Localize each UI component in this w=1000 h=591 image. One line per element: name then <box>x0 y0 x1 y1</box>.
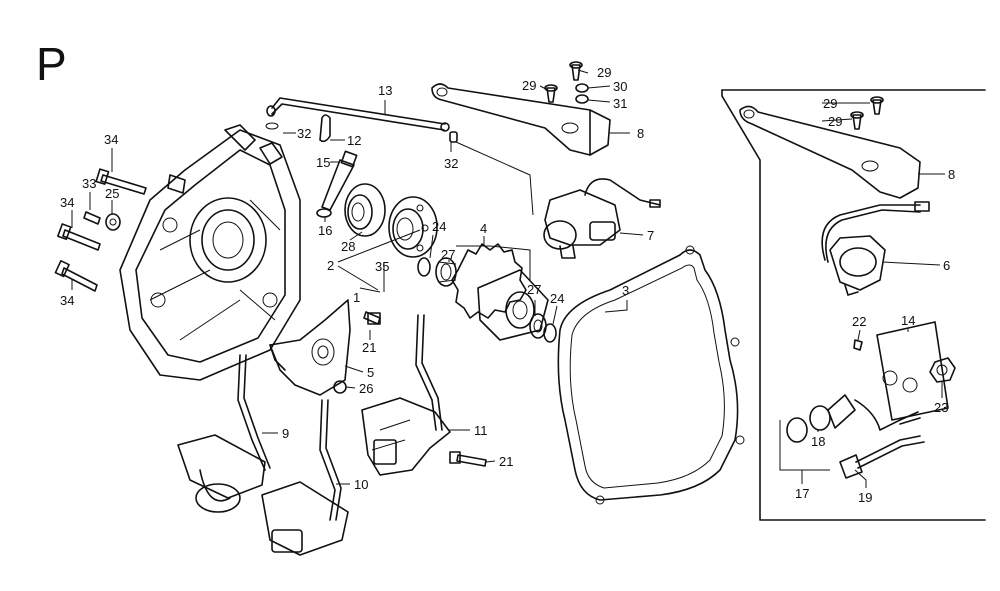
breather-plate <box>269 299 351 396</box>
callout-29: 29 <box>522 78 536 93</box>
callout-29: 29 <box>597 65 611 80</box>
callout-30: 30 <box>613 79 627 94</box>
crankcase-cover <box>119 124 301 381</box>
callout-11: 11 <box>474 423 488 438</box>
screws-top <box>544 61 589 104</box>
pipe-clip <box>319 114 331 143</box>
callout-27: 27 <box>441 247 455 262</box>
cover-bolts <box>54 168 147 292</box>
callout-34: 34 <box>60 195 74 210</box>
bracket-line-17 <box>779 420 830 471</box>
switch-harness <box>786 394 921 443</box>
section-letter: P <box>36 38 67 90</box>
callout-22: 22 <box>852 314 866 329</box>
callout-26: 26 <box>359 381 373 396</box>
callout-3: 3 <box>622 283 629 298</box>
callout-5: 5 <box>367 365 374 380</box>
case-gasket <box>557 249 739 501</box>
callout-21: 21 <box>499 454 513 469</box>
thrust-washer-right <box>543 323 557 343</box>
cover-plate <box>876 321 949 421</box>
leader-lines <box>71 69 945 488</box>
governor-arm-10 <box>261 399 349 556</box>
callout-35: 35 <box>375 259 389 274</box>
callout-15: 15 <box>316 155 330 170</box>
callout-17: 17 <box>795 486 809 501</box>
nut-23 <box>929 357 956 383</box>
callout-24: 24 <box>432 219 446 234</box>
switch-bracket-inset <box>739 105 921 199</box>
oil-sensor <box>839 435 925 479</box>
callout-29: 29 <box>823 96 837 111</box>
bolt-upper <box>363 311 381 325</box>
callout-8: 8 <box>637 126 644 141</box>
callout-33: 33 <box>82 176 96 191</box>
callout-32: 32 <box>444 156 458 171</box>
callout-27: 27 <box>527 282 541 297</box>
drain-bolt <box>316 150 358 218</box>
oil-seal <box>344 183 386 237</box>
callout-9: 9 <box>282 426 289 441</box>
callout-28: 28 <box>341 239 355 254</box>
screws-inset <box>850 96 884 130</box>
callout-1: 1 <box>353 290 360 305</box>
oil-switch-top <box>543 178 661 259</box>
governor-arm-9 <box>177 354 271 513</box>
callout-19: 19 <box>858 490 872 505</box>
callout-21: 21 <box>362 340 376 355</box>
switch-bracket-top <box>431 83 611 156</box>
callout-29: 29 <box>828 114 842 129</box>
callout-7: 7 <box>647 228 654 243</box>
callout-16: 16 <box>318 223 332 238</box>
breather-pipe <box>265 97 450 132</box>
screw-22 <box>853 339 863 351</box>
thrust-washer-left <box>417 257 431 277</box>
callout-12: 12 <box>347 133 361 148</box>
callout-labels: 13 32 12 34 15 33 25 34 16 28 2 35 34 1 … <box>60 65 955 505</box>
ball-bearing <box>388 196 438 258</box>
callout-24: 24 <box>550 291 564 306</box>
callout-32: 32 <box>297 126 311 141</box>
callout-4: 4 <box>480 221 487 236</box>
callout-13: 13 <box>378 83 392 98</box>
callout-23: 23 <box>934 400 948 415</box>
callout-25: 25 <box>105 186 119 201</box>
governor-assembly <box>361 314 451 476</box>
reduction-gear <box>451 243 549 341</box>
callout-34: 34 <box>104 132 118 147</box>
callout-8: 8 <box>948 167 955 182</box>
callout-14: 14 <box>901 313 915 328</box>
callout-31: 31 <box>613 96 627 111</box>
bolt-lower <box>449 451 487 467</box>
oil-switch-inset <box>821 201 930 296</box>
callout-2: 2 <box>327 258 334 273</box>
callout-10: 10 <box>354 477 368 492</box>
callout-34: 34 <box>60 293 74 308</box>
callout-18: 18 <box>811 434 825 449</box>
grommet <box>449 131 458 143</box>
callout-6: 6 <box>943 258 950 273</box>
inset-frame <box>721 89 986 521</box>
